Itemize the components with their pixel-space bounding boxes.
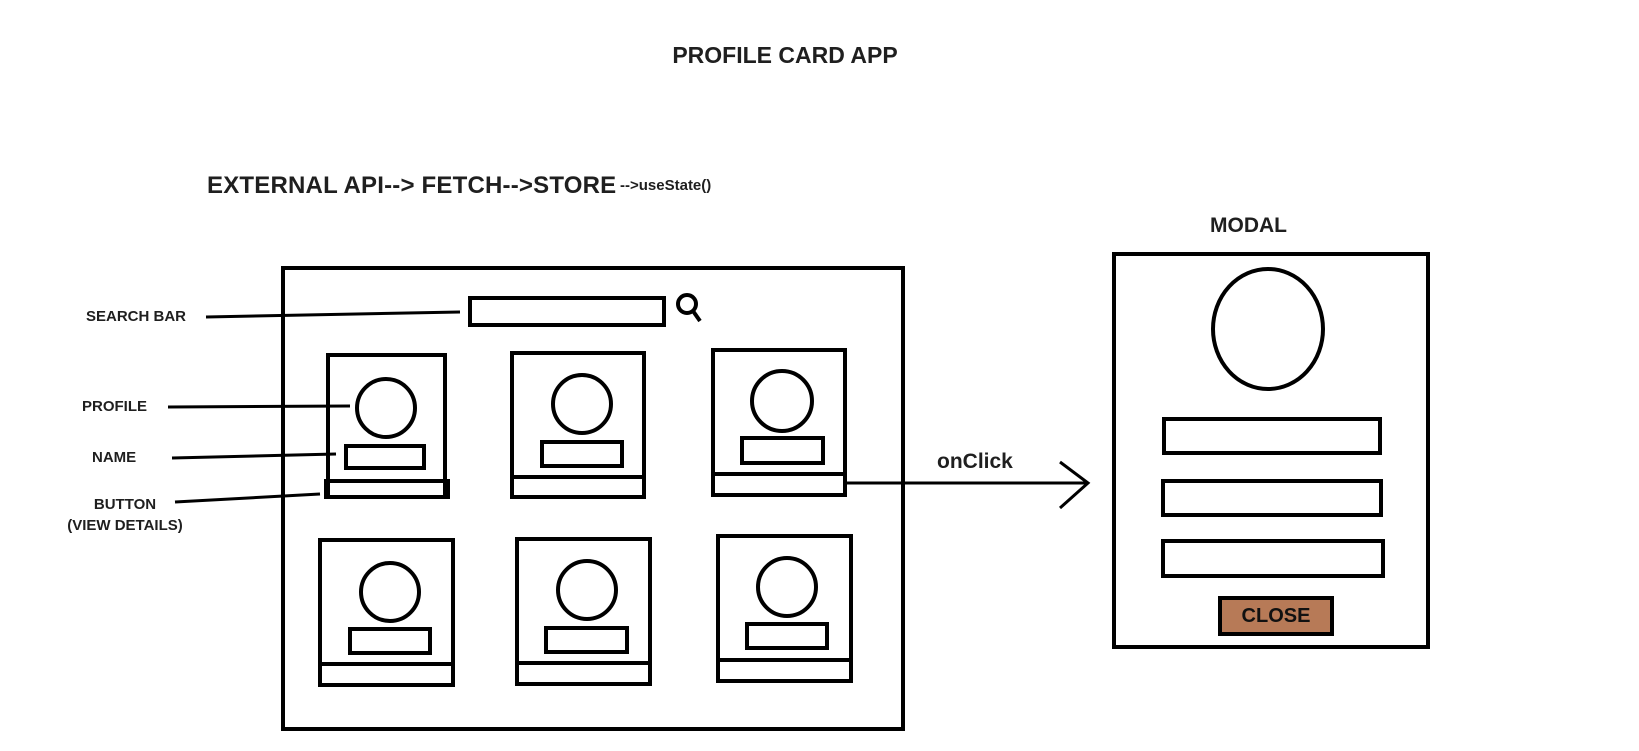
label-name: NAME [92, 449, 137, 466]
onclick-arrow [845, 460, 1091, 510]
label-search-bar: SEARCH BAR [86, 308, 187, 325]
profile-card [318, 538, 455, 687]
profile-image [355, 377, 417, 439]
label-button-line1: BUTTON [93, 496, 157, 513]
modal-field [1161, 479, 1383, 517]
profile-card [711, 348, 847, 497]
close-button[interactable]: CLOSE [1218, 596, 1334, 636]
data-flow-usestate-text: -->useState() [620, 177, 712, 194]
view-details-button[interactable] [716, 658, 853, 683]
view-details-button[interactable] [515, 661, 652, 686]
profile-card [324, 353, 450, 499]
name-field [544, 626, 629, 654]
profile-image [556, 559, 618, 621]
modal-field [1161, 539, 1385, 578]
pointer-name [171, 452, 337, 460]
name-field [745, 622, 829, 650]
name-field [740, 436, 825, 465]
profile-image [359, 561, 421, 623]
modal-field [1162, 417, 1382, 455]
profile-card [510, 351, 646, 499]
profile-image [551, 373, 613, 435]
view-details-button[interactable] [510, 475, 646, 499]
data-flow-text: EXTERNAL API--> FETCH-->STORE [207, 172, 617, 199]
profile-card [515, 537, 652, 686]
onclick-label: onClick [937, 450, 1013, 473]
name-field [348, 627, 432, 655]
name-field [540, 440, 624, 468]
name-field [344, 444, 426, 470]
pointer-profile [167, 404, 351, 409]
pointer-search-bar [205, 310, 461, 319]
pointer-button [174, 492, 321, 504]
label-button-line2: (VIEW DETAILS) [67, 517, 183, 534]
label-profile: PROFILE [82, 398, 148, 415]
label-button: BUTTON (VIEW DETAILS) [60, 496, 190, 534]
profile-image [756, 556, 818, 618]
view-details-button[interactable] [318, 662, 455, 687]
app-frame [281, 266, 905, 731]
modal-profile-image [1211, 267, 1325, 391]
modal-frame [1112, 252, 1430, 649]
modal-title: MODAL [1210, 214, 1287, 237]
diagram-title: PROFILE CARD APP [672, 42, 898, 68]
profile-image [750, 369, 814, 433]
view-details-button[interactable] [324, 479, 450, 499]
profile-card [716, 534, 853, 683]
search-icon[interactable] [676, 293, 702, 323]
search-bar[interactable] [468, 296, 666, 327]
view-details-button[interactable] [711, 472, 847, 497]
